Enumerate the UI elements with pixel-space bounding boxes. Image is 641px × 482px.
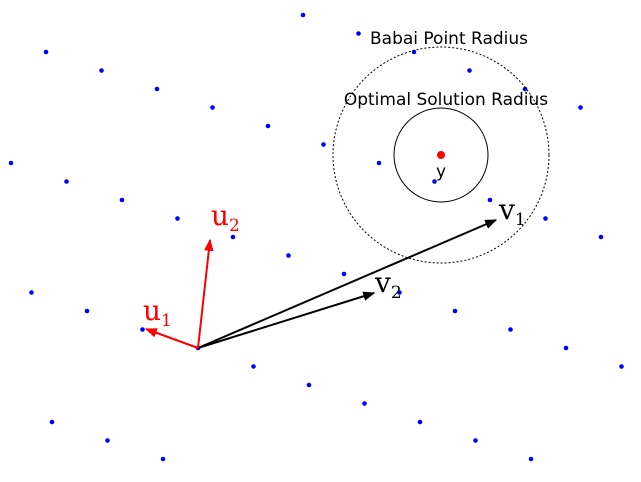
u1-label-base: u bbox=[143, 294, 161, 327]
u1-label: u1 bbox=[143, 294, 172, 331]
lattice-point-icon bbox=[362, 401, 367, 406]
lattice-point-icon bbox=[230, 234, 236, 240]
lattice-point-icon bbox=[356, 31, 361, 36]
lattice-point-icon bbox=[175, 216, 180, 221]
babai-radius-circle bbox=[332, 46, 550, 264]
lattice-point-icon bbox=[29, 290, 34, 295]
lattice-point-icon bbox=[43, 49, 49, 55]
v2-arrow bbox=[197, 291, 376, 349]
v1-label-sub: 1 bbox=[515, 210, 526, 230]
lattice-point-icon bbox=[473, 438, 478, 443]
lattice-point-icon bbox=[306, 382, 312, 388]
v1-label-base: v bbox=[498, 193, 515, 226]
lattice-point-icon bbox=[251, 364, 256, 369]
lattice-point-icon bbox=[563, 345, 569, 351]
optimal-radius-circle bbox=[393, 107, 489, 203]
lattice-point-icon bbox=[411, 49, 417, 55]
lattice-point-icon bbox=[154, 86, 160, 92]
u2-label: u2 bbox=[211, 199, 240, 236]
optimal-radius-label: Optimal Solution Radius bbox=[344, 90, 548, 110]
lattice-point-icon bbox=[508, 327, 513, 332]
target-label: y bbox=[436, 162, 446, 182]
u2-label-sub: 2 bbox=[229, 216, 240, 236]
lattice-point-icon bbox=[49, 419, 55, 425]
lattice-point-icon bbox=[528, 456, 534, 462]
lattice-point-icon bbox=[84, 308, 90, 314]
v2-label: v2 bbox=[374, 266, 402, 303]
lattice-point-icon bbox=[452, 308, 458, 314]
target-point-icon bbox=[437, 151, 445, 159]
babai-radius-label: Babai Point Radius bbox=[370, 29, 528, 49]
lattice-point-icon bbox=[286, 253, 291, 258]
lattice-point-icon bbox=[578, 105, 583, 110]
lattice-point-icon bbox=[543, 216, 548, 221]
lattice-point-icon bbox=[341, 271, 347, 277]
v2-label-base: v bbox=[374, 266, 391, 299]
lattice-point-icon bbox=[417, 419, 423, 425]
lattice-point-icon bbox=[210, 105, 215, 110]
lattice-point-icon bbox=[321, 142, 326, 147]
v2-label-sub: 2 bbox=[391, 283, 402, 303]
lattice-point-icon bbox=[376, 160, 382, 166]
lattice-point-icon bbox=[397, 290, 402, 295]
lattice-point-icon bbox=[160, 456, 166, 462]
lattice-point-icon bbox=[64, 179, 69, 184]
v1-label: v1 bbox=[498, 193, 526, 230]
lattice-points bbox=[8, 12, 624, 462]
u2-label-base: u bbox=[211, 199, 229, 232]
u1-arrow bbox=[144, 328, 199, 349]
lattice-point-icon bbox=[99, 68, 104, 73]
lattice-point-icon bbox=[300, 12, 306, 18]
v1-arrow bbox=[197, 219, 498, 349]
lattice-point-icon bbox=[119, 197, 125, 203]
lattice-point-icon bbox=[140, 327, 145, 332]
u1-label-sub: 1 bbox=[161, 311, 172, 331]
lattice-point-icon bbox=[487, 197, 493, 203]
lattice-point-icon bbox=[265, 123, 271, 129]
lattice-point-icon bbox=[8, 160, 14, 166]
lattice-point-icon bbox=[619, 364, 624, 369]
lattice-point-icon bbox=[598, 234, 604, 240]
lattice-point-icon bbox=[105, 438, 110, 443]
u2-arrow bbox=[197, 238, 214, 349]
lattice-point-icon bbox=[467, 68, 472, 73]
lattice-point-icon bbox=[432, 179, 437, 184]
